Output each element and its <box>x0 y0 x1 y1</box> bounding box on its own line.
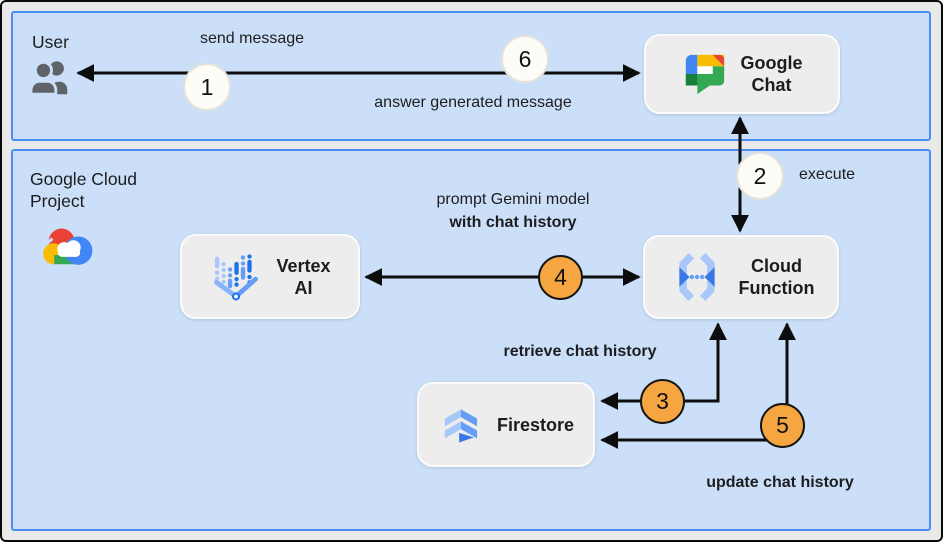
user-zone-title: User <box>32 32 69 52</box>
step-badge-2: 2 <box>736 152 784 200</box>
edge-label-prompt-line1: prompt Gemini model <box>436 191 590 208</box>
node-cloud-function-label-line1: Cloud <box>750 256 802 276</box>
node-firestore: Firestore <box>417 382 595 467</box>
step-badge-1: 1 <box>183 63 231 111</box>
edge-label-retrieve-history: retrieve chat history <box>503 343 657 360</box>
cloud-zone-title: Google Cloud Project <box>30 168 137 212</box>
node-cloud-function: Cloud Function <box>643 235 839 319</box>
node-cloud-function-label-line2: Function <box>738 278 815 298</box>
step-badge-5: 5 <box>760 403 805 448</box>
google-cloud-icon <box>41 228 93 265</box>
node-google-chat: Google Chat <box>644 34 840 114</box>
step-badge-6: 6 <box>501 35 549 83</box>
node-google-chat-label: Google Chat <box>741 52 803 96</box>
google-chat-icon <box>685 54 724 95</box>
users-icon <box>29 60 68 96</box>
step-badge-3: 3 <box>640 379 685 424</box>
cloud-zone-title-line2: Project <box>30 191 85 211</box>
node-vertex-ai-label-line1: Vertex <box>276 255 331 276</box>
edge-label-prompt-line2: with chat history <box>449 214 577 231</box>
node-firestore-label: Firestore <box>496 414 575 435</box>
cloud-zone-title-line1: Google Cloud <box>30 169 138 189</box>
node-cloud-function-label: Cloud Function <box>739 255 815 299</box>
step-badge-4: 4 <box>538 255 583 300</box>
edge-label-execute: execute <box>799 166 856 183</box>
node-vertex-ai: Vertex AI <box>180 234 360 319</box>
node-vertex-ai-label: Vertex AI <box>276 255 330 299</box>
edge-label-answer-generated: answer generated message <box>374 94 572 111</box>
node-vertex-ai-label-line2: AI <box>294 277 313 298</box>
node-google-chat-label-line2: Chat <box>751 75 792 95</box>
edge-label-update-history: update chat history <box>706 474 854 491</box>
vertex-ai-icon <box>214 253 259 300</box>
edge-label-send-message: send message <box>199 30 305 47</box>
firestore-icon <box>444 408 478 442</box>
node-google-chat-label-line1: Google <box>740 53 803 73</box>
cloud-functions-icon <box>678 253 715 301</box>
